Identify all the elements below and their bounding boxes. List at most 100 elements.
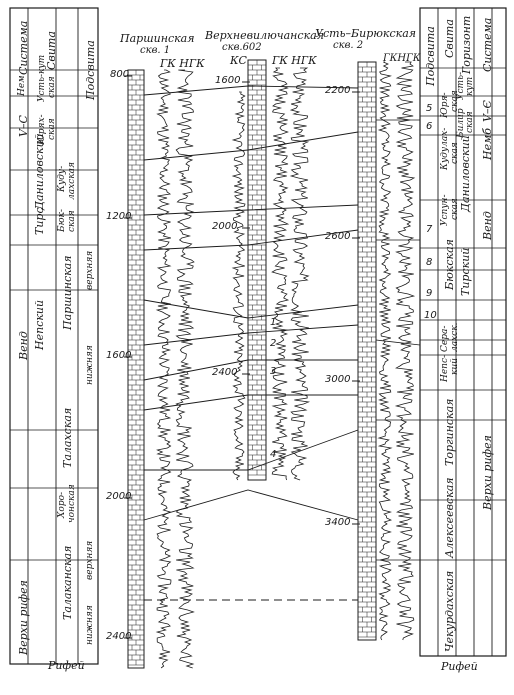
correlation-line — [143, 299, 359, 319]
left-system-vend: Венд — [17, 331, 30, 360]
right-subsuite-number: 8 — [426, 257, 433, 268]
marker-label: 3 — [270, 366, 277, 377]
right-suite-byuk: Бюкская — [443, 239, 456, 290]
well-2-extra-log: КС — [230, 54, 247, 67]
depth-label: 3400 — [325, 517, 351, 528]
well-1-ngk-curve — [175, 69, 195, 669]
left-header-suite: Свита — [45, 31, 58, 70]
correlation-line — [143, 229, 359, 251]
left-suite-nem: Нем — [17, 75, 27, 96]
left-riphean-label: Рифей — [48, 659, 85, 672]
correlation-line — [143, 85, 359, 96]
well-1-logs: ГК НГК — [160, 57, 205, 70]
right-suite-chekur: Чекурдахская — [443, 570, 456, 652]
right-system-upper-riphean: Верхи рифея — [481, 435, 494, 510]
right-suite-sera-2: лахск. — [450, 322, 460, 352]
left-suite-chorok-2: чонская — [67, 484, 77, 523]
well-2-gk-curve — [271, 67, 290, 481]
depth-label: 1600 — [106, 350, 132, 361]
well-2-ks-curve — [231, 91, 246, 481]
right-system-vend: Венд — [481, 211, 494, 240]
right-riphean-label: Рифей — [441, 660, 478, 673]
right-suite-kudu: Кудулах- — [440, 127, 450, 170]
right-header-suite: Свита — [443, 19, 456, 58]
depth-label: 3000 — [325, 374, 351, 385]
right-suite-uspun-2: ская — [450, 198, 460, 220]
right-suite-nepsk-2: кий — [450, 358, 460, 375]
right-suite-alekseev: Алексеевская — [443, 477, 456, 558]
well-1-lithology-frame — [127, 69, 145, 669]
right-suite-uspun: Успун- — [440, 194, 450, 226]
right-subsuite-number: 9 — [426, 288, 433, 299]
correlation-line — [143, 359, 358, 381]
left-horizon-parshino: Паршинская — [61, 255, 74, 330]
well-2-number: скв.602 — [222, 42, 262, 53]
left-subsuite-lower-2: нижняя — [85, 605, 95, 645]
well-3-gk-curve — [377, 61, 393, 641]
well-2-name: Верхневилючанская — [205, 29, 324, 42]
left-header-subsuite: Подсвита — [84, 40, 97, 100]
well-1-name: Паршинская — [120, 32, 195, 45]
depth-label: 2400 — [212, 367, 238, 378]
depth-label: 2000 — [106, 491, 132, 502]
left-suite-ust-kut: Усть-кут — [37, 54, 47, 102]
depth-label: 2200 — [325, 85, 351, 96]
right-horizon-danilovsky: Даниловский — [459, 135, 472, 212]
right-suite-bilir-2: ская — [465, 111, 475, 133]
left-horizon-yura-2: ская — [47, 118, 57, 140]
well-3-logs: ГКНГК — [383, 53, 421, 64]
well-2-ngk-curve — [289, 67, 311, 481]
right-header-system: Система — [481, 17, 494, 72]
well-2-logs: ГК НГК — [272, 54, 317, 67]
left-suite-ust-kut-2: ская — [47, 76, 57, 98]
well-1-gk-curve — [155, 69, 172, 669]
right-leader-line — [375, 339, 421, 346]
left-suite-talakanskaya: Талаканская — [61, 545, 74, 620]
right-subsuite-number: 6 — [426, 121, 433, 132]
right-subsuite-number: 5 — [426, 103, 433, 114]
depth-label: 2400 — [106, 631, 132, 642]
left-suite-tirs: Тирс — [33, 207, 46, 235]
left-subsuite-upper-1: верхняя — [85, 250, 95, 290]
left-horizon-kudu-2: лахская — [67, 162, 77, 200]
correlation-line — [144, 429, 359, 471]
left-header-system: Система — [17, 20, 30, 75]
right-suite-yuryakh: Юря- — [440, 92, 450, 118]
left-horizon-talakh: Талахская — [61, 407, 74, 468]
well-3-ngk-curve — [394, 61, 416, 641]
right-header-horizon: Горизонт — [460, 15, 473, 74]
right-subsuite-number: 7 — [426, 224, 433, 235]
well-3-name: Усть–Бирюкская — [315, 27, 417, 40]
depth-label: 2000 — [212, 221, 238, 232]
correlation-line — [143, 204, 359, 216]
left-suite-nepsky: Непский — [33, 299, 46, 350]
left-horizon-bulun-2: ская — [67, 210, 77, 232]
left-suite-chorok: Хоро- — [57, 491, 67, 518]
left-suite-danilovsky: Даниловский — [33, 133, 46, 210]
left-system-upper-riphean: Верхи рифея — [17, 580, 30, 655]
left-subsuite-upper-2: верхняя — [85, 540, 95, 580]
well-3-number: скв. 2 — [333, 40, 364, 51]
right-suite-nepsk: Непс- — [440, 354, 450, 382]
depth-label: 1200 — [106, 211, 132, 222]
right-system-nemb: Немб — [481, 128, 494, 160]
depth-label: 1600 — [215, 75, 241, 86]
marker-label: 2 — [270, 338, 277, 349]
correlation-line — [143, 324, 359, 346]
right-system-v-c: V–Є — [481, 100, 494, 122]
marker-label: 1 — [270, 317, 277, 328]
correlation-line — [143, 131, 359, 161]
left-horizon-bulun: Бюк- — [57, 209, 67, 232]
right-suite-sera: Сера- — [440, 325, 450, 352]
depth-label: 800 — [110, 69, 130, 80]
correlation-line — [143, 394, 358, 411]
depth-label: 2600 — [325, 231, 351, 242]
well-1-number: скв. 1 — [140, 45, 171, 56]
left-subsuite-lower-1: нижняя — [85, 345, 95, 385]
correlation-line — [143, 489, 359, 521]
left-horizon-kudu: Куду- — [57, 165, 67, 192]
right-header-subsuite: Подсвита — [424, 26, 437, 86]
left-system-v-c: V–C — [17, 115, 30, 137]
